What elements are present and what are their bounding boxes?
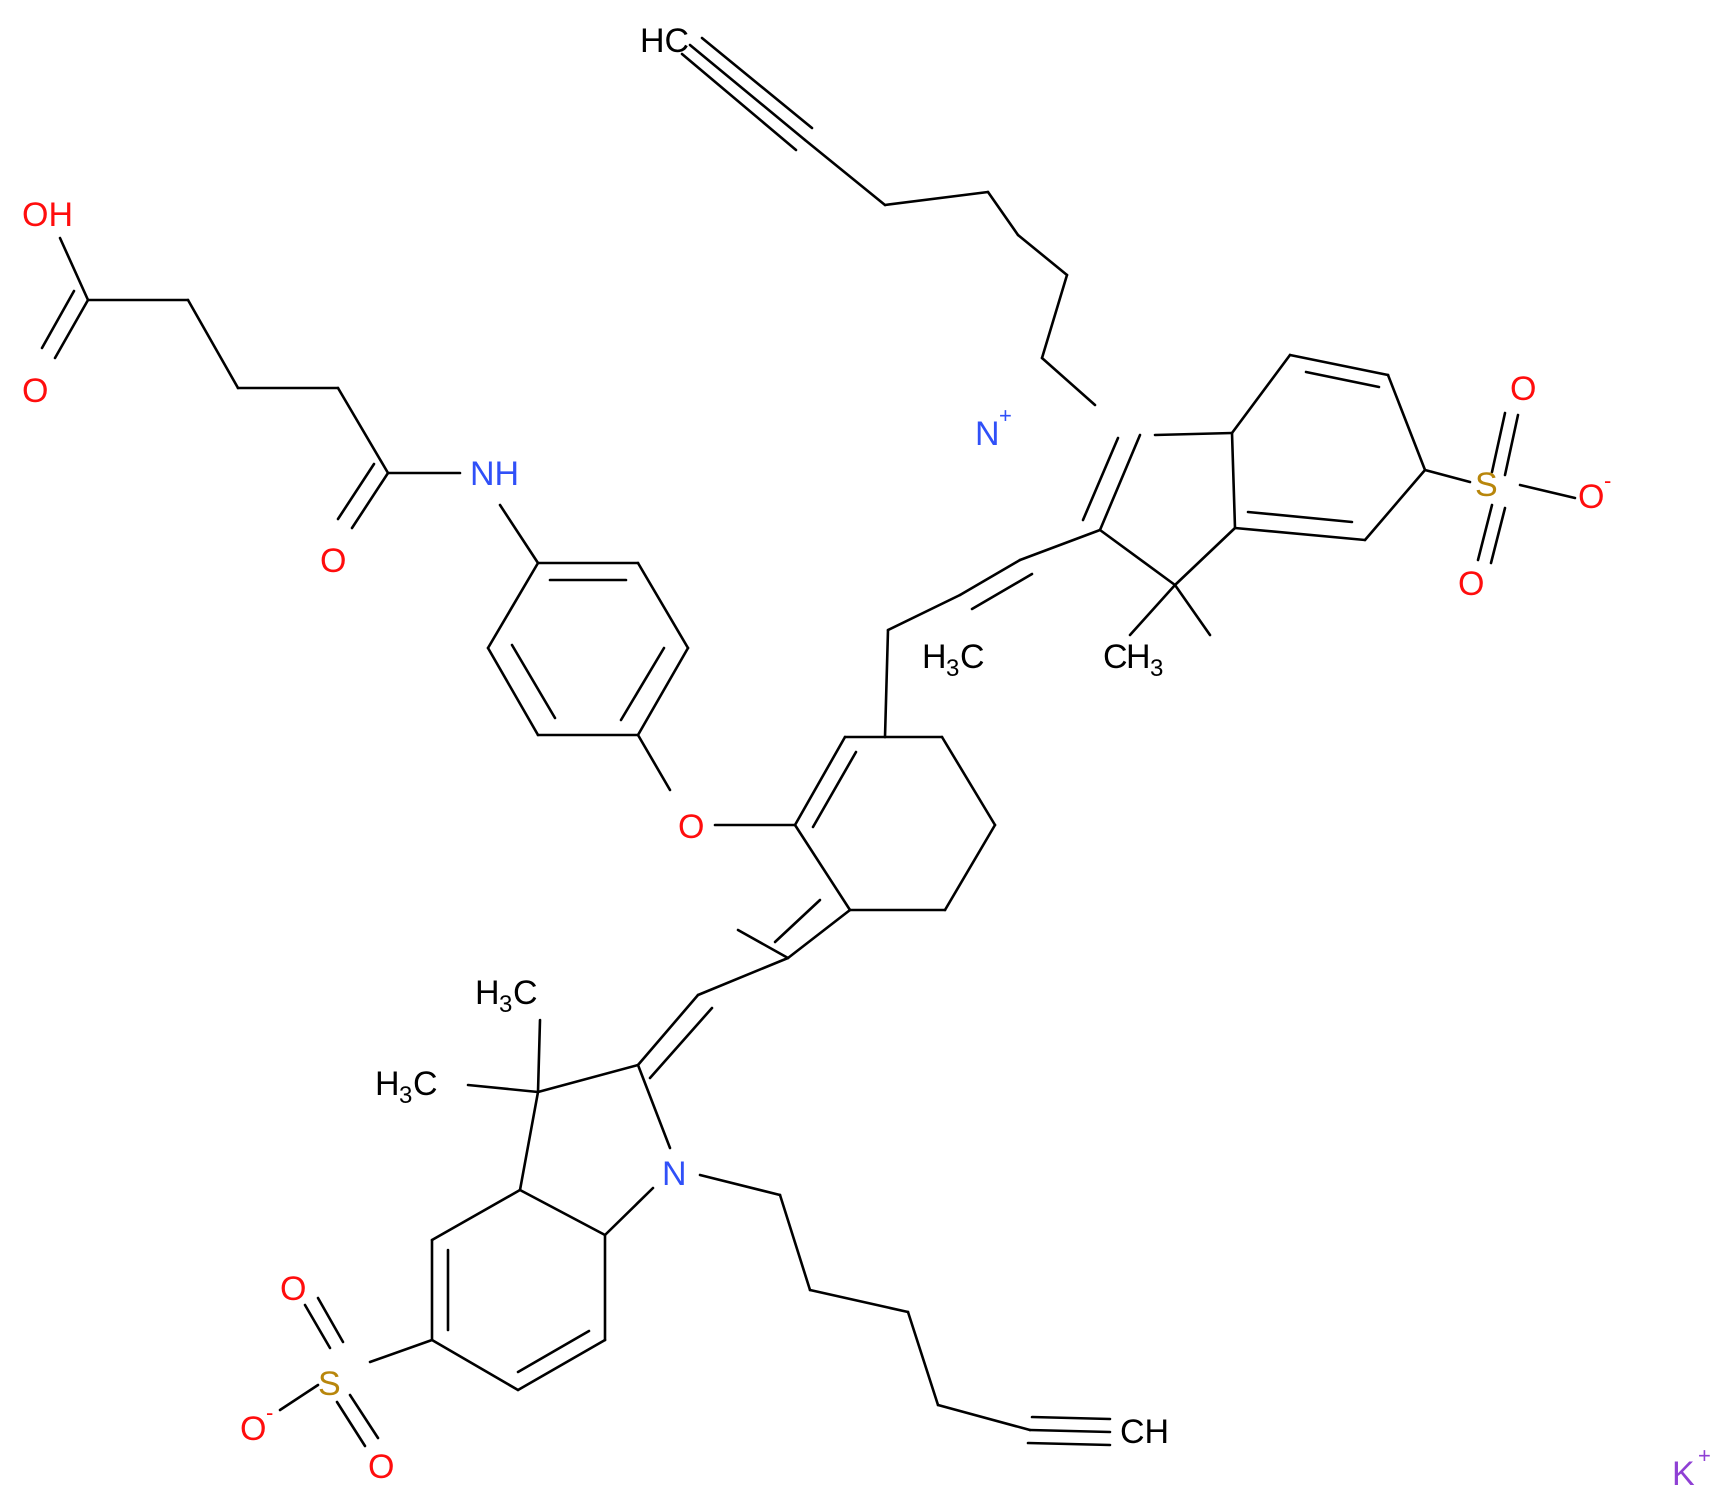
bottom-sulfonate-ominus-charge: -	[266, 1400, 273, 1425]
svg-text:3: 3	[499, 991, 512, 1018]
svg-text:H: H	[1126, 638, 1151, 676]
amide-o-label: O	[320, 542, 346, 580]
top-sulfur-label: S	[1475, 466, 1498, 504]
terminal-alkyne-ch-label: CH	[1120, 1413, 1169, 1451]
terminal-alkyne-hc-label: HC	[640, 22, 689, 60]
amide-nh-label: NH	[470, 455, 519, 493]
svg-text:H: H	[922, 638, 947, 676]
ether-o-label: O	[678, 808, 704, 846]
svg-text:C: C	[1103, 638, 1128, 676]
atom-labels: HC OH O NH O O N + S O O O - H 3 C C H 3…	[22, 22, 1711, 1493]
svg-text:3: 3	[399, 1082, 412, 1109]
svg-text:H: H	[475, 974, 500, 1012]
indolium-n-charge: +	[999, 403, 1012, 428]
svg-text:C: C	[413, 1065, 438, 1103]
top-methyl-left: H 3 C	[922, 638, 985, 682]
bond-lines	[40, 36, 1577, 1448]
bottom-methyl-lower: H 3 C	[375, 1065, 438, 1109]
top-sulfonyl-o1-label: O	[1510, 370, 1536, 408]
svg-text:C: C	[513, 974, 538, 1012]
svg-text:3: 3	[1150, 655, 1163, 682]
svg-text:H: H	[375, 1065, 400, 1103]
indoline-n-label: N	[662, 1155, 687, 1193]
potassium-counterion-charge: +	[1698, 1443, 1711, 1468]
bottom-methyl-upper: H 3 C	[475, 974, 538, 1018]
top-sulfonyl-o2-label: O	[1458, 565, 1484, 603]
carbonyl-o-label: O	[22, 372, 48, 410]
top-methyl-right: C H 3	[1103, 638, 1163, 682]
bottom-sulfonyl-o1-label: O	[280, 1270, 306, 1308]
bottom-sulfur-label: S	[318, 1365, 341, 1403]
carboxylic-oh-label: OH	[22, 196, 73, 234]
bottom-sulfonate-ominus-label: O	[240, 1410, 266, 1448]
svg-text:3: 3	[946, 655, 959, 682]
bottom-sulfonyl-o2-label: O	[368, 1448, 394, 1486]
top-sulfonate-ominus-label: O	[1578, 478, 1604, 516]
top-sulfonate-ominus-charge: -	[1604, 468, 1611, 493]
potassium-counterion-label: K	[1672, 1455, 1695, 1493]
indolium-n-label: N	[975, 415, 1000, 453]
svg-text:C: C	[960, 638, 985, 676]
